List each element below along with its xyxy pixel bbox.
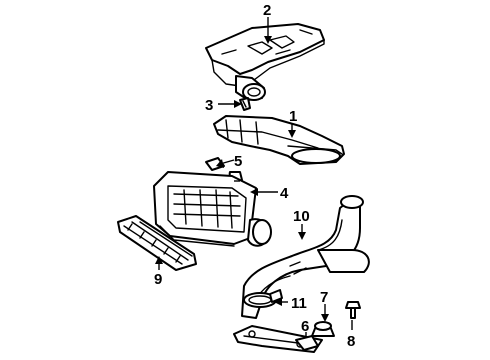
part-6-mounting-bracket	[233, 325, 323, 353]
callout-8: 8	[347, 333, 355, 350]
callout-3: 3	[205, 97, 213, 114]
callout-1: 1	[289, 108, 297, 125]
part-1-intake-duct	[213, 115, 345, 165]
callout-5: 5	[234, 153, 242, 170]
leader-lines	[155, 17, 353, 338]
part-7-grommet	[311, 321, 335, 337]
callout-labels: 2 3 1 5 4 10 9 11 7 6 8	[154, 2, 355, 350]
callout-10: 10	[293, 208, 310, 225]
part-4-air-cleaner-housing	[153, 171, 272, 247]
callout-4: 4	[280, 185, 289, 202]
part-8-bolt	[345, 301, 361, 319]
callout-11: 11	[291, 295, 307, 312]
callout-6: 6	[301, 318, 309, 335]
part-10-outlet-hose	[241, 195, 370, 319]
part-9-air-filter	[117, 215, 197, 271]
part-2-resonator-cover	[205, 23, 325, 101]
callout-2: 2	[263, 2, 271, 19]
callout-9: 9	[154, 271, 162, 288]
part-3-clip	[239, 97, 251, 111]
callout-7: 7	[320, 289, 328, 306]
